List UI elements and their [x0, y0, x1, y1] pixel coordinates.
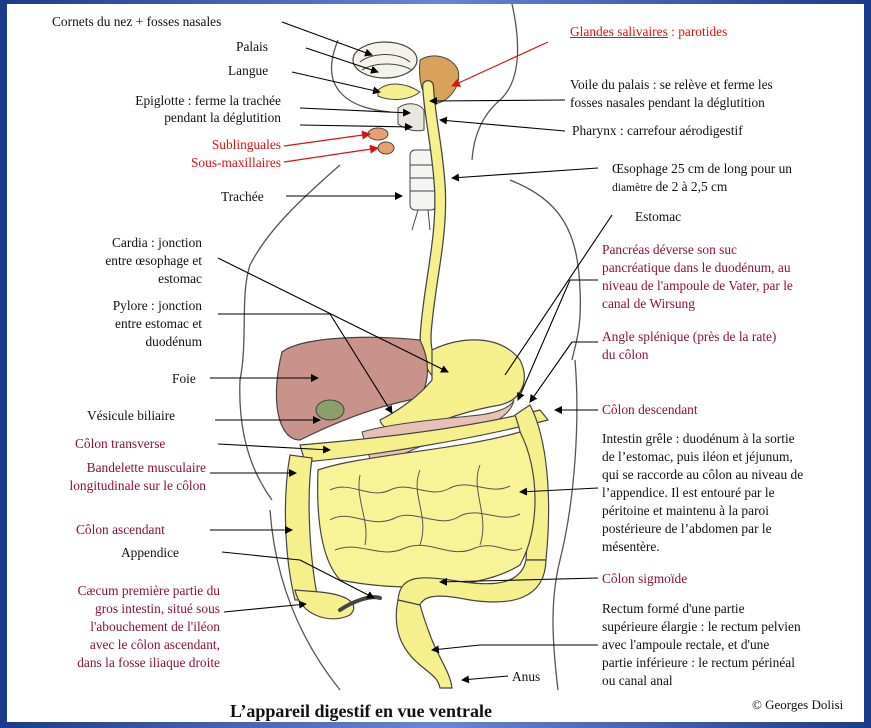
label-intestin-3: qui se raccorde au côlon au niveau de: [602, 466, 803, 483]
label-pancreas-4: canal de Wirsung: [602, 295, 695, 312]
label-oesophage-2b: de 2 à 2,5 cm: [652, 179, 727, 194]
label-sublinguales: Sublinguales: [120, 136, 281, 153]
label-intestin-2: de l’estomac, puis iléon et jéjunum,: [602, 448, 793, 465]
label-rectum-2: supérieure élargie : le rectum pelvien: [602, 618, 801, 635]
label-voile-2: fosses nasales pendant la déglutition: [570, 94, 765, 111]
label-epiglotte-1: Epiglotte : ferme la trachée: [60, 92, 281, 109]
label-vesicule: Vésicule biliaire: [87, 407, 175, 424]
label-appendice: Appendice: [121, 544, 179, 561]
rectum: [396, 600, 452, 688]
label-caecum-1: Cæcum première partie du: [10, 582, 220, 599]
label-colon-descendant: Côlon descendant: [602, 401, 698, 418]
label-pharynx: Pharynx : carrefour aérodigestif: [572, 122, 743, 139]
colon-ascending: [285, 455, 318, 600]
label-voile-1: Voile du palais : se relève et ferme les: [570, 76, 773, 93]
label-angle-1: Angle splénique (près de la rate): [602, 328, 776, 345]
label-intestin-1: Intestin grêle : duodénum à la sortie: [602, 430, 795, 447]
label-glandes-title: Glandes salivaires: [570, 24, 668, 39]
label-colon-transverse: Côlon transverse: [75, 435, 165, 452]
label-colon-sigmoide: Côlon sigmoïde: [602, 570, 687, 587]
head-structures: [353, 42, 459, 154]
label-pylore-2: entre estomac et: [40, 315, 202, 332]
label-intestin-5: péritoine et maintenu à la paroi: [602, 502, 769, 519]
label-epiglotte-2: pendant la déglutition: [60, 109, 281, 126]
label-sous-maxillaires: Sous-maxillaires: [120, 154, 281, 171]
label-cardia-1: Cardia : jonction: [40, 234, 202, 251]
label-rectum-5: ou canal anal: [602, 672, 673, 689]
label-trachee: Trachée: [221, 188, 264, 205]
label-rectum-1: Rectum formé d'une partie: [602, 600, 745, 617]
label-colon-ascendant: Côlon ascendant: [76, 521, 165, 538]
label-glandes-salivaires: Glandes salivaires : parotides: [570, 23, 727, 40]
label-caecum-4: avec le côlon ascendant,: [10, 636, 220, 653]
label-anus: Anus: [512, 668, 540, 685]
label-oesophage-2: diamètre de 2 à 2,5 cm: [612, 178, 727, 197]
label-bandelette-2: longitudinale sur le côlon: [14, 477, 206, 494]
label-pylore-3: duodénum: [40, 333, 202, 350]
label-cornets: Cornets du nez + fosses nasales: [52, 13, 221, 30]
label-caecum-5: dans la fosse iliaque droite: [10, 654, 220, 671]
label-pancreas-1: Pancréas déverse son suc: [602, 241, 737, 258]
label-caecum-3: l'abouchement de l'iléon: [10, 618, 220, 635]
label-rectum-3: avec l'ampoule rectale, et d'une: [602, 636, 769, 653]
label-cardia-2: entre œsophage et: [40, 252, 202, 269]
label-pancreas-3: niveau de l'ampoule de Vater, par le: [602, 277, 793, 294]
label-pylore-1: Pylore : jonction: [40, 297, 202, 314]
label-intestin-6: postérieure de l’abdomen par le: [602, 520, 772, 537]
label-angle-2: du côlon: [602, 346, 649, 363]
label-estomac: Estomac: [635, 208, 681, 225]
gallbladder: [316, 400, 344, 420]
label-bandelette-1: Bandelette musculaire: [14, 459, 206, 476]
label-palais: Palais: [236, 38, 268, 55]
label-oesophage-2a: diamètre: [612, 182, 652, 194]
label-caecum-2: gros intestin, situé sous: [10, 600, 220, 617]
diagram-title: L’appareil digestif en vue ventrale: [230, 701, 492, 722]
label-oesophage-1: Œsophage 25 cm de long pour un: [612, 160, 792, 177]
label-foie: Foie: [172, 370, 196, 387]
label-rectum-4: partie inférieure : le rectum périnéal: [602, 654, 795, 671]
copyright: © Georges Dolisi: [752, 697, 843, 713]
label-intestin-7: mésentère.: [602, 538, 660, 555]
label-pancreas-2: pancréatique dans le duodénum, au: [602, 259, 791, 276]
label-glandes-rest: : parotides: [668, 24, 728, 39]
label-intestin-4: l’appendice. Il est entouré par le: [602, 484, 775, 501]
label-cardia-3: estomac: [40, 270, 202, 287]
label-langue: Langue: [228, 62, 268, 79]
